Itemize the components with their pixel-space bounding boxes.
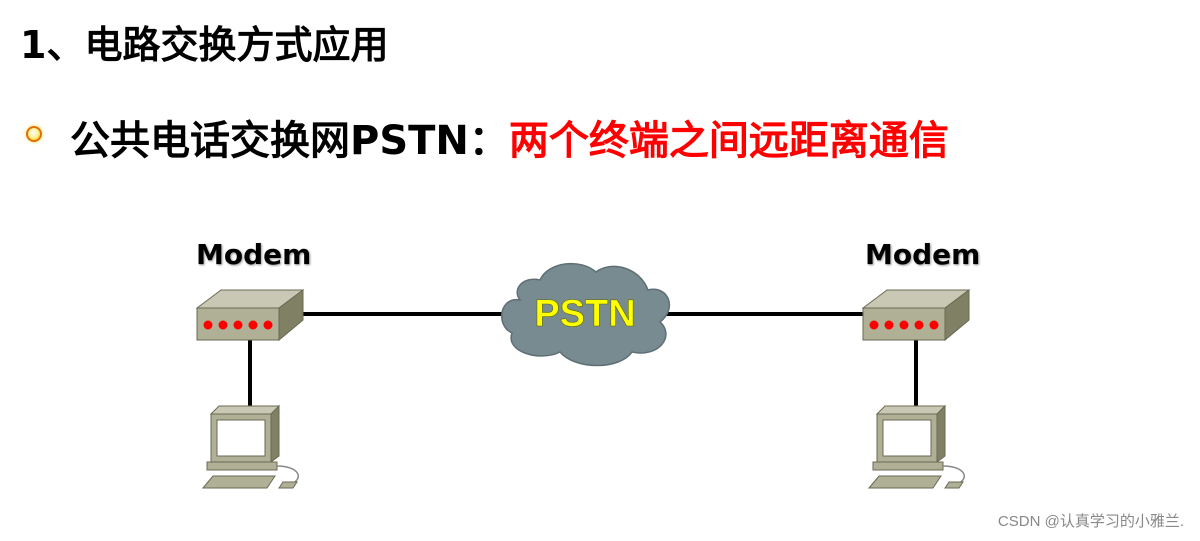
computer-icon-right — [867, 404, 965, 489]
pstn-cloud-icon: PSTN — [501, 262, 671, 367]
watermark: CSDN @认真学习的小雅兰. — [997, 513, 1184, 530]
modem-icon-right — [861, 289, 971, 342]
modem-icon-left — [195, 289, 305, 342]
bullet-icon — [26, 126, 42, 142]
bullet-label: 公共电话交换网PSTN： — [70, 118, 509, 164]
pstn-label: PSTN — [534, 293, 635, 335]
bullet-text: 公共电话交换网PSTN：两个终端之间远距离通信 — [70, 108, 949, 166]
computer-icon-left — [201, 404, 299, 489]
modem-label-right: Modem — [865, 238, 981, 271]
bullet-highlight: 两个终端之间远距离通信 — [508, 118, 949, 164]
modem-label-left: Modem — [196, 238, 312, 271]
slide-title: 1、电路交换方式应用 — [20, 23, 389, 67]
